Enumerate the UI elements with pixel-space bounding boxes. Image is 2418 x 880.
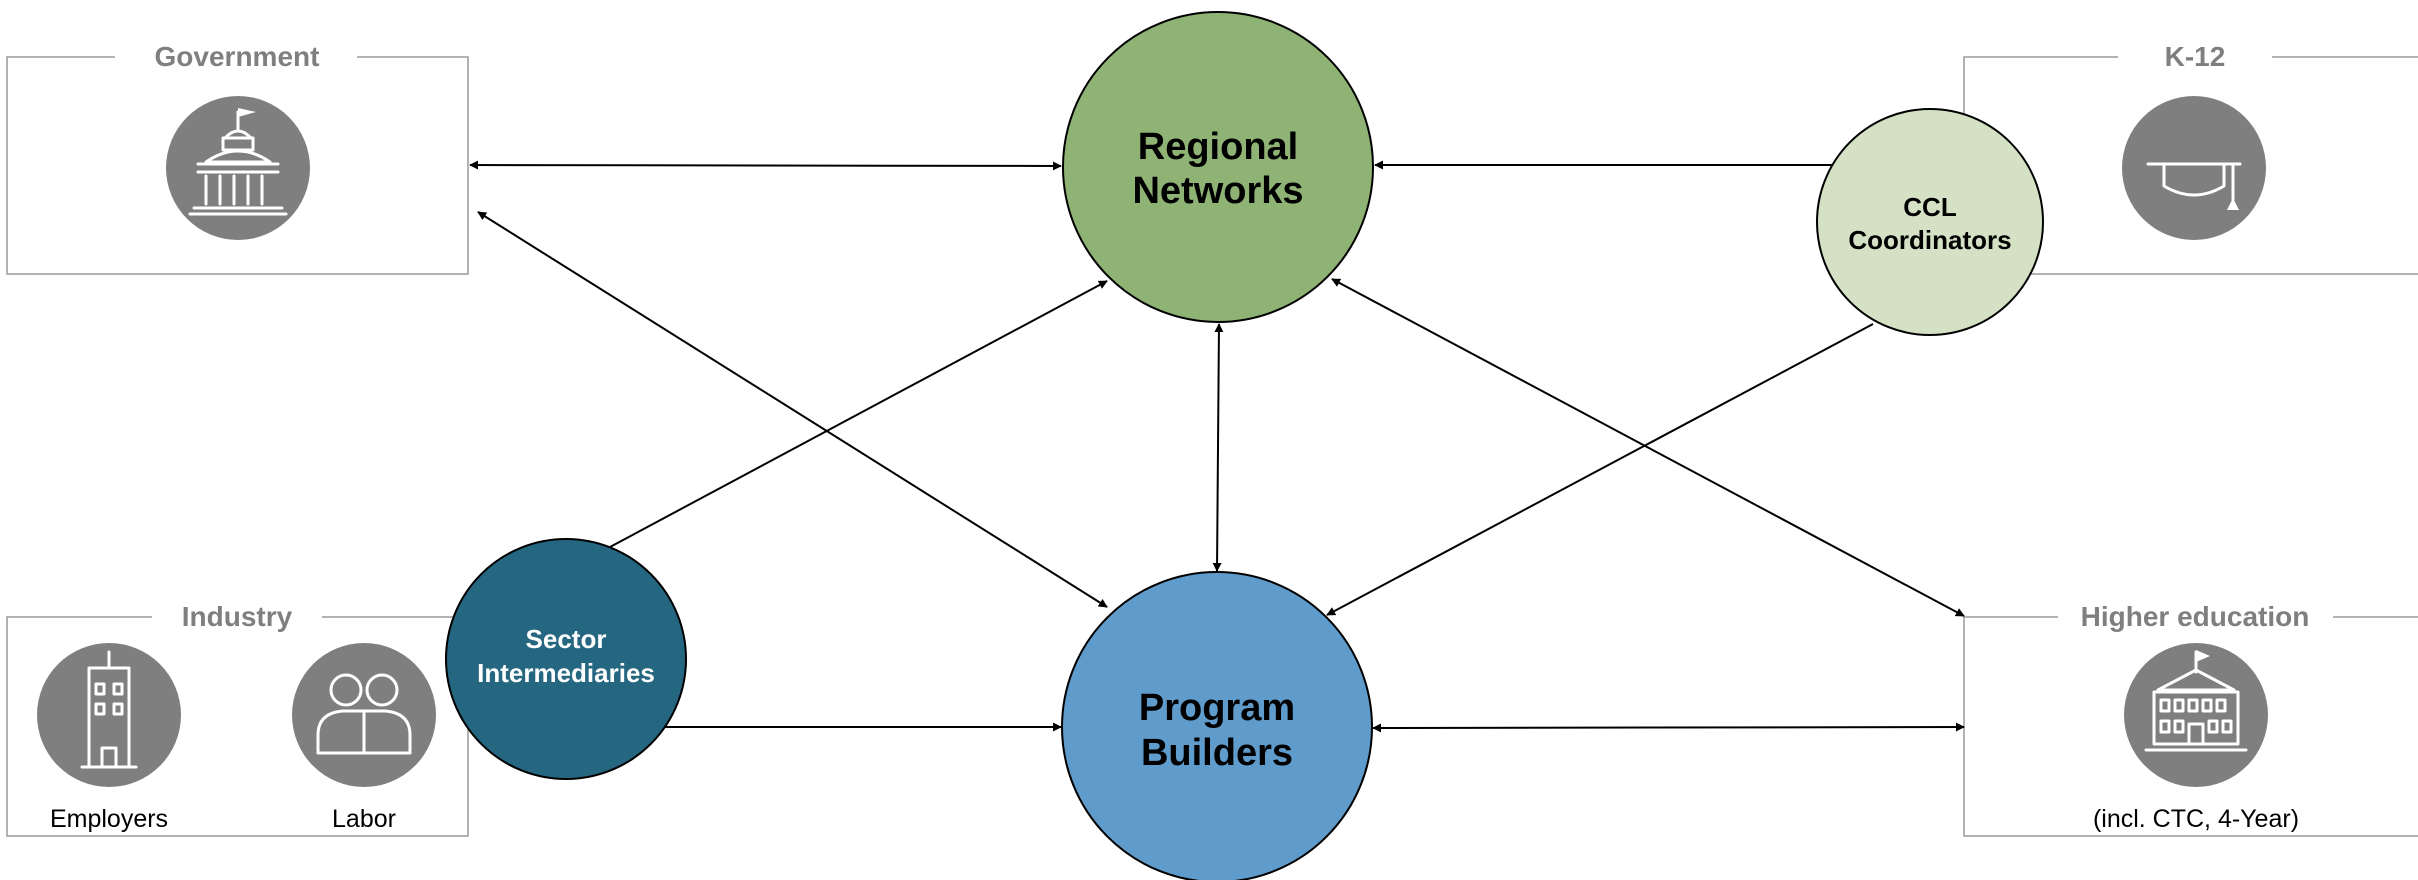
higher-education-group: Higher education (incl. CTC, 4-Year) [1963,601,2418,837]
program-builders-line2: Builders [1141,732,1293,774]
office-building-icon [37,643,181,787]
school-building-icon [2124,643,2268,787]
government-title: Government [155,41,320,72]
link-regional-program [1212,323,1224,572]
government-group: Government [6,41,469,275]
sector-intermediaries-line1: Sector [526,624,607,654]
industry-title: Industry [182,601,293,632]
connectors [469,160,1965,733]
sector-intermediaries-node: Sector Intermediaries [445,538,687,780]
link-regional-highered [1331,278,1965,617]
ccl-coordinators-circle [1816,108,2044,336]
regional-networks-circle [1062,11,1374,323]
ccl-coordinators-line2: Coordinators [1848,225,2011,255]
program-builders-line1: Program [1139,687,1295,729]
regional-networks-node: Regional Networks [1062,11,1374,323]
link-sector-regional [609,280,1108,548]
higher-education-note: (incl. CTC, 4-Year) [2093,805,2299,833]
k12-group: K-12 [1963,41,2418,275]
capitol-building-icon [166,96,310,240]
higher-education-title: Higher education [2081,601,2310,632]
k12-title: K-12 [2165,41,2226,72]
link-government-regional [469,160,1062,171]
sector-intermediaries-line2: Intermediaries [477,658,655,688]
industry-group: Industry Employers Labor [6,601,469,837]
regional-networks-line2: Networks [1132,170,1303,212]
ccl-coordinators-node: CCL Coordinators [1816,108,2044,336]
labor-label: Labor [332,805,396,833]
link-ccl-program [1326,323,1874,616]
link-government-program [477,211,1108,608]
regional-networks-line1: Regional [1138,126,1298,168]
program-builders-circle [1061,571,1373,880]
program-builders-node: Program Builders [1061,571,1373,880]
people-icon [292,643,436,787]
link-program-highered [1372,722,1965,733]
ccl-coordinators-line1: CCL [1903,192,1957,222]
employers-label: Employers [50,805,168,833]
graduation-cap-icon [2122,96,2266,240]
sector-intermediaries-circle [445,538,687,780]
